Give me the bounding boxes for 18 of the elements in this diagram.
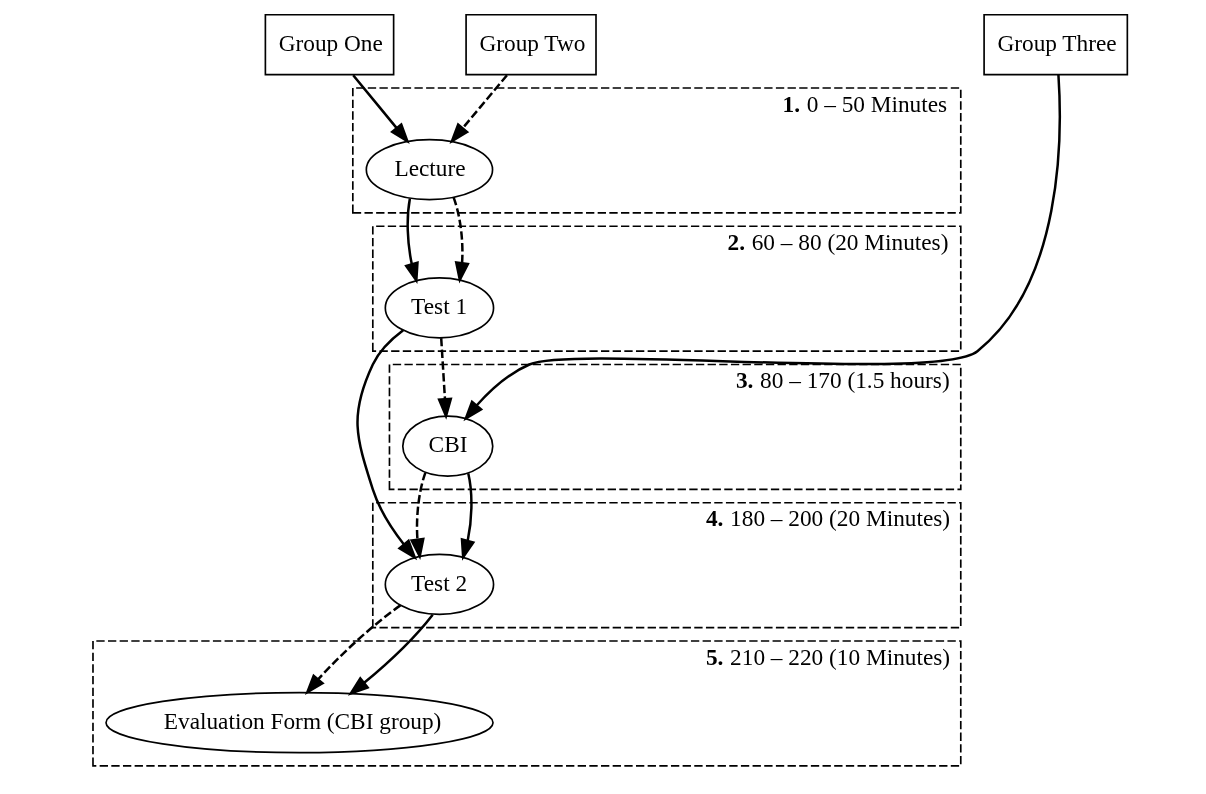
arrow [462,74,1061,422]
arrow [304,604,401,696]
node-box: Group One [264,13,394,76]
arrow [460,472,475,561]
arrow [451,196,470,284]
arrow [409,472,427,561]
node-ellipse: Lecture [365,138,493,201]
arrow [403,198,419,284]
node-box: Group Three [982,13,1128,76]
arrow [355,329,417,561]
arrow [347,613,434,696]
node-box: Group Two [464,13,597,76]
arrow [436,338,452,420]
node-ellipse: CBI [401,415,494,477]
node-ellipse: Evaluation Form (CBI group) [104,691,494,754]
arrow [449,74,508,144]
node-ellipse: Test 1 [384,277,494,339]
node-ellipse: Test 2 [384,553,494,616]
